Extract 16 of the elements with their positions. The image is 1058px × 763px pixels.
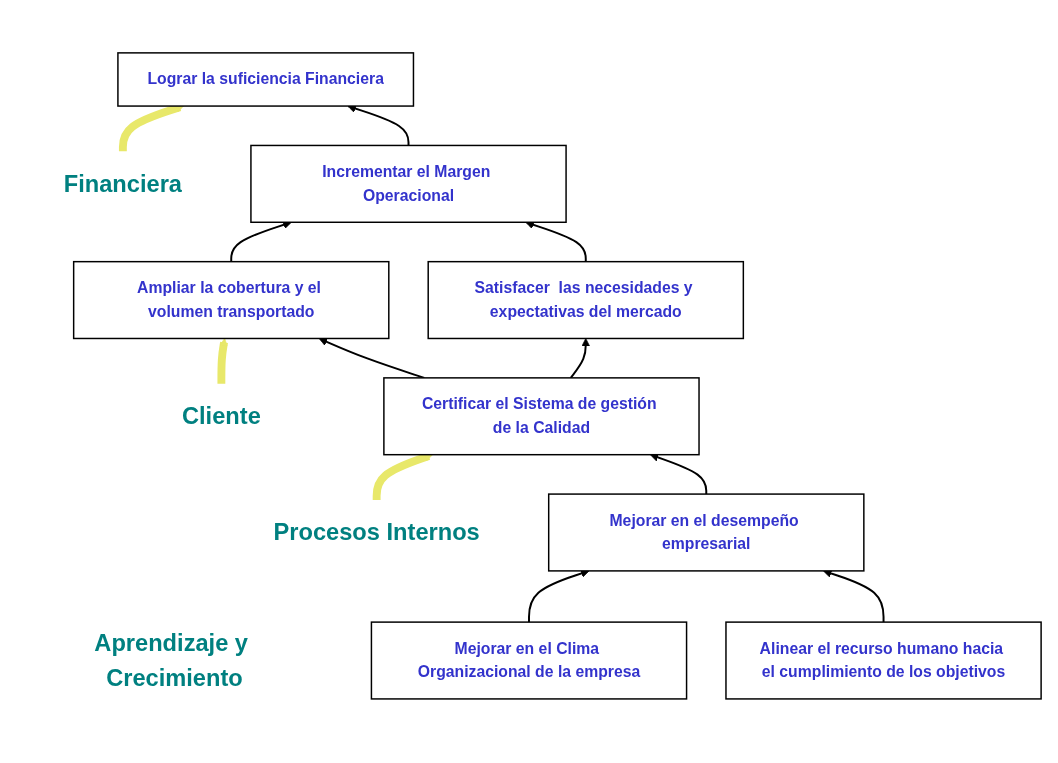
node-box: Incrementar el Margen Operacional [250, 144, 567, 223]
node-box: Mejorar en el Clima Organizacional de la empresa [370, 621, 688, 700]
node-text: Procesos Internos [273, 518, 480, 545]
node-box: Ampliar la cobertura y el volumen transportado [72, 260, 390, 339]
node-box: Alinear el recurso humano hacia el cumplimiento de los objetivos [725, 621, 1042, 700]
node-box: Certificar el Sistema de gestión de la Calidad [383, 376, 700, 456]
node-text: Aprendizaje y Crecimiento [94, 628, 249, 691]
arrow [230, 220, 292, 263]
arrow [347, 104, 410, 147]
node-box: Satisfacer las necesidades y expectativas del mercado [427, 260, 745, 339]
arrow [525, 220, 587, 263]
node-box: Mejorar en el desempeño empresarial [547, 493, 865, 572]
node-text: Financiera [63, 169, 182, 197]
arrow [569, 337, 591, 379]
node-box: Lograr la suficiencia Financiera [117, 51, 415, 107]
node-text: Cliente [181, 402, 261, 429]
